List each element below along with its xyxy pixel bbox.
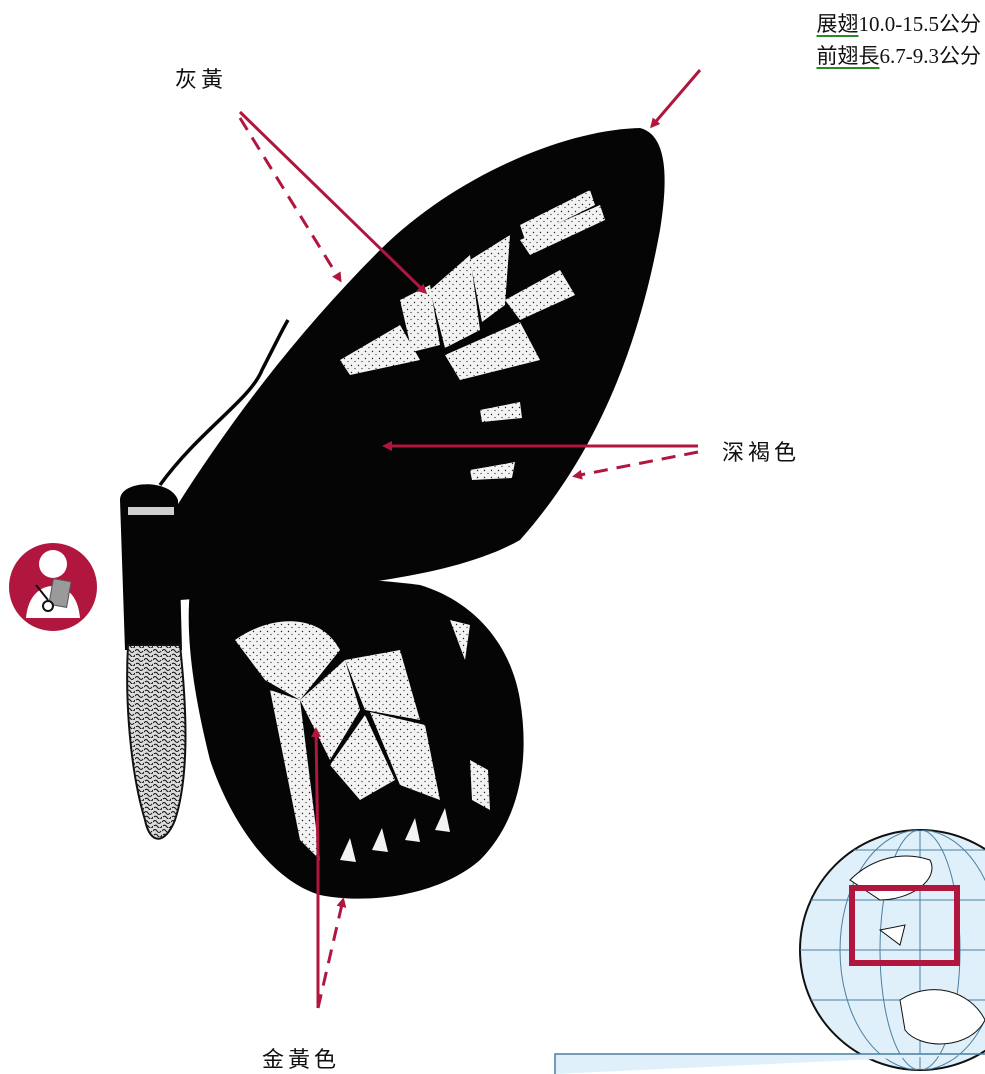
forewing-term: 前翅長 bbox=[816, 44, 880, 68]
reading-person-icon[interactable] bbox=[6, 540, 100, 634]
arrow-forewing-costa bbox=[238, 117, 342, 283]
wingspan-value: 10.0-15.5公分 bbox=[858, 12, 982, 36]
arrow-wing-margin bbox=[572, 450, 699, 480]
label-forewing-base: 灰黃 bbox=[175, 68, 228, 93]
arrow-hindwing-patch bbox=[311, 727, 322, 859]
label-wing-body: 深褐色 bbox=[722, 441, 801, 466]
abdomen bbox=[126, 644, 187, 840]
label-hindwing: 金黃色 bbox=[262, 1048, 341, 1073]
arrow-forewing-apex bbox=[650, 69, 702, 129]
wingspan-term: 展翅 bbox=[816, 12, 859, 36]
arrow-forewing-streak bbox=[238, 110, 428, 295]
spec-wingspan: 展翅10.0-15.5公分 bbox=[817, 14, 982, 35]
thorax bbox=[120, 484, 182, 650]
antenna bbox=[158, 319, 290, 487]
arrow-hindwing-margin bbox=[316, 897, 347, 1009]
forewing-value: 6.7-9.3公分 bbox=[879, 44, 982, 68]
hindwing-marginal-spots bbox=[340, 808, 450, 862]
hindwing-patches bbox=[235, 620, 490, 860]
forewing-streaks bbox=[340, 190, 605, 480]
globe-map-icon bbox=[554, 829, 985, 1074]
spec-forewing-length: 前翅長6.7-9.3公分 bbox=[817, 46, 982, 67]
pointer-arrows bbox=[238, 69, 702, 1009]
